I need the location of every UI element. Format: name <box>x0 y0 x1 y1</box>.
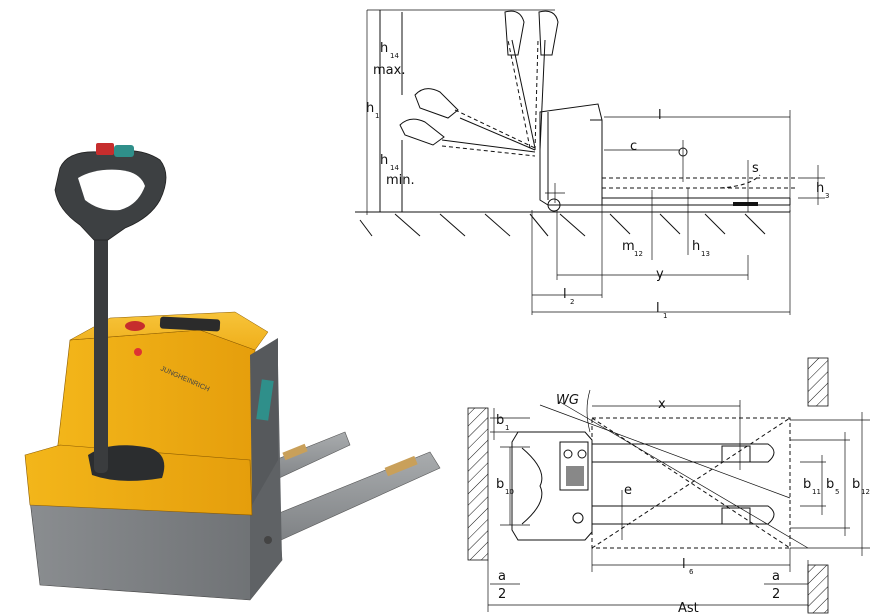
s-label: s <box>752 161 759 176</box>
wg-label: WG <box>556 393 579 408</box>
ast-label: Ast <box>678 601 699 614</box>
two-right-label: 2 <box>772 587 780 602</box>
a-right-label: a <box>772 569 780 584</box>
b12-label: b <box>852 477 860 492</box>
b10-subscript: 10 <box>505 488 514 496</box>
h1-subscript: 1 <box>375 112 379 120</box>
x-label: x <box>658 397 666 412</box>
h13-subscript: 13 <box>701 250 710 258</box>
h1-label: h <box>366 101 374 116</box>
b11-subscript: 11 <box>812 488 821 496</box>
l6-subscript: 6 <box>689 568 694 576</box>
h14-max-subscript: 14 <box>390 52 399 60</box>
l2-subscript: 2 <box>570 298 574 306</box>
b1-label: b <box>496 413 504 428</box>
b10-label: b <box>496 477 504 492</box>
pallet-truck-photo <box>24 143 441 601</box>
two-left-label: 2 <box>498 587 506 602</box>
m12-subscript: 12 <box>634 250 643 258</box>
h3-subscript: 3 <box>825 192 829 200</box>
l-label: l <box>658 108 662 123</box>
b5-label: b <box>826 477 834 492</box>
y-label: y <box>656 267 664 282</box>
max-label: max. <box>373 63 405 78</box>
h14-min-subscript: 14 <box>390 164 399 172</box>
h13-label: h <box>692 239 700 254</box>
a-left-label: a <box>498 569 506 584</box>
l2-label: l <box>563 287 567 302</box>
l1-label: l <box>656 301 660 316</box>
h14-min-label: h <box>380 153 388 168</box>
min-label: min. <box>386 173 415 188</box>
b5-subscript: 5 <box>835 488 839 496</box>
b11-label: b <box>803 477 811 492</box>
m12-label: m <box>622 239 635 254</box>
l1-subscript: 1 <box>663 312 667 320</box>
side-view-drawing <box>355 9 825 315</box>
h14-max-label: h <box>380 41 388 56</box>
b12-subscript: 12 <box>861 488 870 496</box>
c-label: c <box>630 139 637 154</box>
b1-subscript: 1 <box>505 424 509 432</box>
l6-label: l <box>682 557 686 572</box>
e-label: e <box>624 483 632 498</box>
h3-label: h <box>816 181 824 196</box>
top-view-drawing <box>467 357 870 614</box>
